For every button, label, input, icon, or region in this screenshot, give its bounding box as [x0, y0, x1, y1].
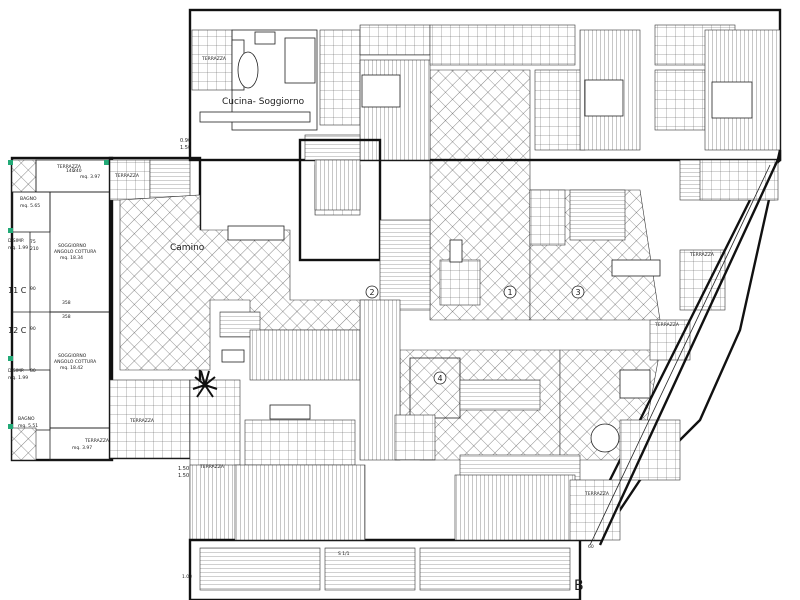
dim-140: 140 [66, 168, 75, 174]
marker-3: 3 [575, 288, 580, 297]
marker-4: 4 [437, 374, 442, 383]
dim-0-90: 0.90 [180, 138, 191, 144]
bagno-bot-label: BAGNO [18, 416, 35, 422]
dim-90a: 90 [30, 286, 36, 292]
terrazza-label-1: TERRAZZA [201, 56, 227, 62]
kitchen-living [199, 31, 316, 123]
area-terrazza-bot: mq. 3.97 [72, 445, 92, 451]
dim-80: 80 [30, 368, 36, 374]
dim-60: 60 [588, 544, 594, 550]
middle [219, 138, 726, 481]
dim-1-00: 1.00 [182, 574, 192, 580]
stair-label: S 1/1 [338, 551, 350, 557]
dim-90b: 90 [30, 326, 36, 332]
dim-358-a: 358 [62, 300, 71, 306]
dim-75: 75 [30, 239, 36, 245]
dim-1-50c: 1.50 [178, 473, 189, 479]
room-labels: Cucina- Soggiorno Camino TERRAZZA TERRAZ… [8, 56, 715, 594]
area-bagno-top: mq. 5.65 [20, 203, 40, 209]
area-sogg-top: mq. 18.34 [60, 255, 83, 261]
plant [192, 370, 218, 398]
terrazza-label-3: TERRAZZA [56, 164, 82, 170]
dim-1-50: 1.50 [180, 145, 191, 151]
terrazza-label-2: TERRAZZA [114, 173, 140, 179]
dim-210: 210 [30, 246, 39, 252]
angolo-top-label: ANGOLO COTTURA [54, 249, 97, 255]
soggiorno-top-label: SOGGIORNO [58, 243, 87, 249]
bottom-row [188, 149, 782, 600]
facade [589, 154, 782, 546]
area-sogg-bot: mq. 18.42 [60, 365, 83, 371]
dim-1-50b: 1.50 [178, 466, 189, 472]
central-hall [119, 69, 661, 461]
unit-12c: 12 C [8, 326, 27, 335]
kitchen-label: Cucina- Soggiorno [222, 97, 305, 107]
terrazza-label-4: TERRAZZA [129, 418, 155, 424]
terrazza-label-9: TERRAZZA [84, 438, 110, 444]
unit-markers: 1 2 3 4 [365, 285, 585, 385]
section-mark: B [574, 578, 584, 594]
dim-358-b: 358 [62, 314, 71, 320]
disimp-top-label: DISIMP. [8, 238, 24, 244]
terrazza-label-5: TERRAZZA [199, 464, 225, 470]
area-bagno-bot: mq. 5.51 [18, 423, 38, 429]
bagno-top-label: BAGNO [20, 196, 37, 202]
soggiorno-bot-label: SOGGIORNO [58, 353, 87, 359]
angolo-bot-label: ANGOLO COTTURA [54, 359, 97, 365]
left-terrace [108, 156, 241, 541]
area-disimp-top: mq. 1.99 [8, 245, 28, 251]
area-terrazza-top: mq. 3.97 [80, 174, 100, 180]
terrazza-label-7: TERRAZZA [654, 322, 680, 328]
unit-11c: 11 C [8, 286, 27, 295]
marker-2: 2 [369, 288, 374, 297]
marker-1: 1 [507, 288, 512, 297]
dim-240: 240 [73, 168, 82, 174]
disimp-bot-label: DISIMP. [8, 368, 24, 374]
terrazza-label-8: TERRAZZA [584, 491, 610, 497]
camino-label: Camino [170, 243, 205, 253]
terrazza-label-6: TERRAZZA [689, 252, 715, 258]
area-disimp-bot: mq. 1.99 [8, 375, 28, 381]
